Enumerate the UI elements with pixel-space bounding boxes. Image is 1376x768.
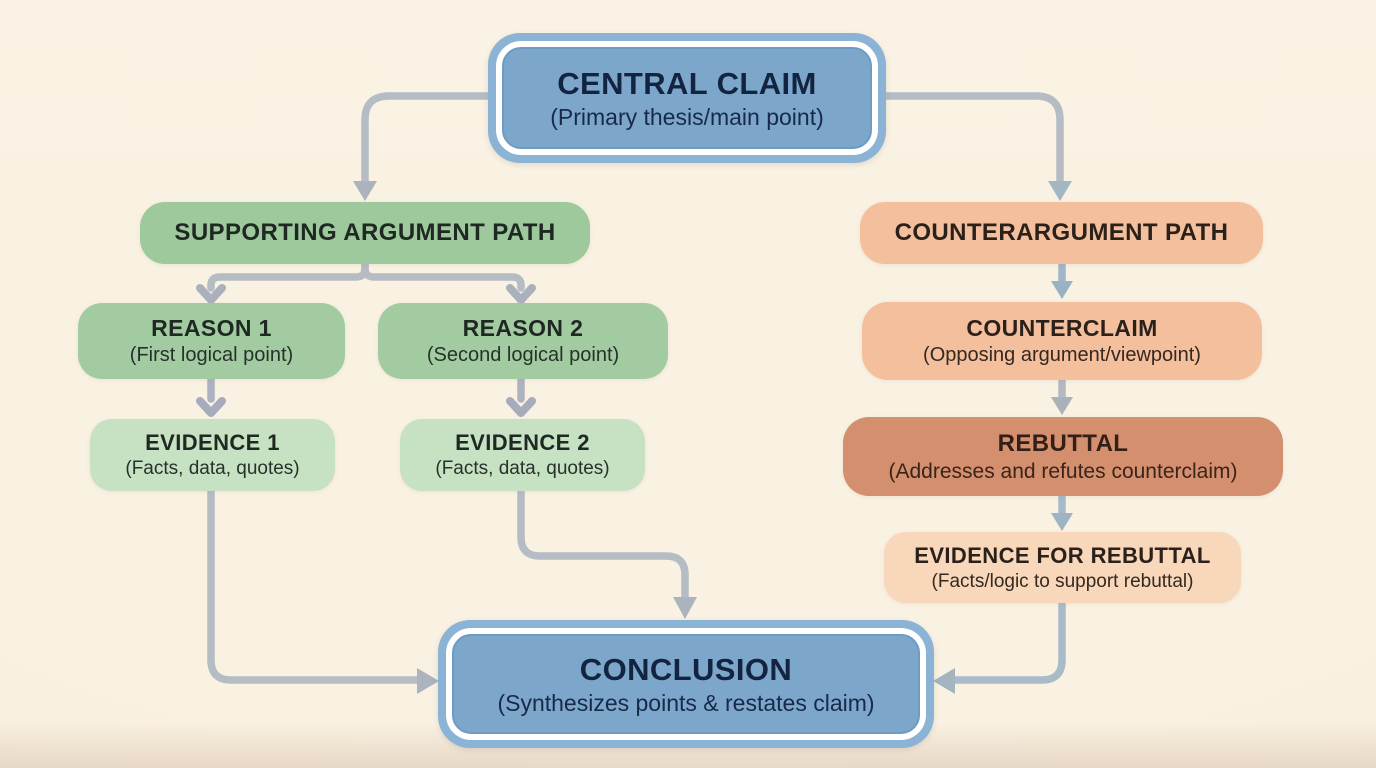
arrow-evidence-rebuttal-to-conclusion (950, 599, 1066, 684)
counterclaim-node: COUNTERCLAIM (Opposing argument/viewpoin… (862, 302, 1262, 380)
conclusion-node: CONCLUSION (Synthesizes points & restate… (438, 620, 934, 748)
arrow-evidence2-to-conclusion (517, 487, 689, 603)
rebuttal-title: REBUTTAL (997, 429, 1129, 457)
counterclaim-subtitle: (Opposing argument/viewpoint) (923, 344, 1201, 366)
central-claim-node: CENTRAL CLAIM (Primary thesis/main point… (488, 33, 886, 163)
arrowhead-to-counterclaim (1051, 281, 1073, 299)
reason-2-node: REASON 2 (Second logical point) (378, 303, 668, 379)
central-claim-title: CENTRAL CLAIM (557, 65, 817, 101)
central-claim-subtitle: (Primary thesis/main point) (550, 103, 824, 130)
counterargument-path-node: COUNTERARGUMENT PATH (860, 202, 1263, 264)
reason-1-subtitle: (First logical point) (129, 344, 294, 366)
reason-2-title: REASON 2 (462, 315, 584, 341)
evidence-1-node: EVIDENCE 1 (Facts, data, quotes) (90, 419, 335, 491)
central-claim-inner: CENTRAL CLAIM (Primary thesis/main point… (502, 47, 872, 149)
supporting-path-title: SUPPORTING ARGUMENT PATH (174, 219, 556, 246)
counterclaim-title: COUNTERCLAIM (966, 315, 1158, 341)
evidence-for-rebuttal-title: EVIDENCE FOR REBUTTAL (914, 542, 1211, 568)
supporting-argument-path-node: SUPPORTING ARGUMENT PATH (140, 202, 590, 264)
arrowhead-to-reason1 (196, 284, 226, 304)
conclusion-title: CONCLUSION (579, 651, 793, 687)
evidence-2-title: EVIDENCE 2 (455, 430, 590, 455)
central-claim-ring: CENTRAL CLAIM (Primary thesis/main point… (496, 41, 878, 155)
reason-2-subtitle: (Second logical point) (426, 344, 620, 366)
arrowhead-conclusion-top (673, 597, 697, 619)
conclusion-inner: CONCLUSION (Synthesizes points & restate… (452, 634, 920, 734)
evidence-2-node: EVIDENCE 2 (Facts, data, quotes) (400, 419, 645, 491)
arrowhead-to-evidence-rebuttal (1051, 513, 1073, 531)
conclusion-ring: CONCLUSION (Synthesizes points & restate… (446, 628, 926, 740)
evidence-1-subtitle: (Facts, data, quotes) (125, 458, 300, 479)
counter-path-title: COUNTERARGUMENT PATH (894, 219, 1229, 246)
arrow-evidence1-to-conclusion (207, 487, 422, 684)
evidence-for-rebuttal-node: EVIDENCE FOR REBUTTAL (Facts/logic to su… (884, 532, 1241, 603)
rebuttal-node: REBUTTAL (Addresses and refutes counterc… (843, 417, 1283, 496)
evidence-for-rebuttal-subtitle: (Facts/logic to support rebuttal) (931, 570, 1194, 592)
evidence-2-subtitle: (Facts, data, quotes) (435, 458, 610, 479)
arrowhead-to-counter-path (1048, 181, 1072, 201)
arrowhead-to-supporting-path (353, 181, 377, 201)
rebuttal-subtitle: (Addresses and refutes counterclaim) (888, 459, 1238, 483)
arrowhead-to-evidence1 (196, 397, 226, 417)
arrowhead-to-rebuttal (1051, 397, 1073, 415)
reason-1-title: REASON 1 (151, 315, 272, 341)
arrowhead-to-reason2 (506, 284, 536, 304)
arrowhead-to-evidence2 (506, 397, 536, 417)
conclusion-subtitle: (Synthesizes points & restates claim) (497, 689, 875, 716)
reason-1-node: REASON 1 (First logical point) (78, 303, 345, 379)
evidence-1-title: EVIDENCE 1 (145, 430, 280, 455)
arrowhead-conclusion-right (933, 668, 955, 694)
arrow-supporting-to-reason2 (361, 260, 525, 292)
arrowhead-conclusion-left (417, 668, 439, 694)
arrow-supporting-to-reason1 (207, 260, 369, 292)
